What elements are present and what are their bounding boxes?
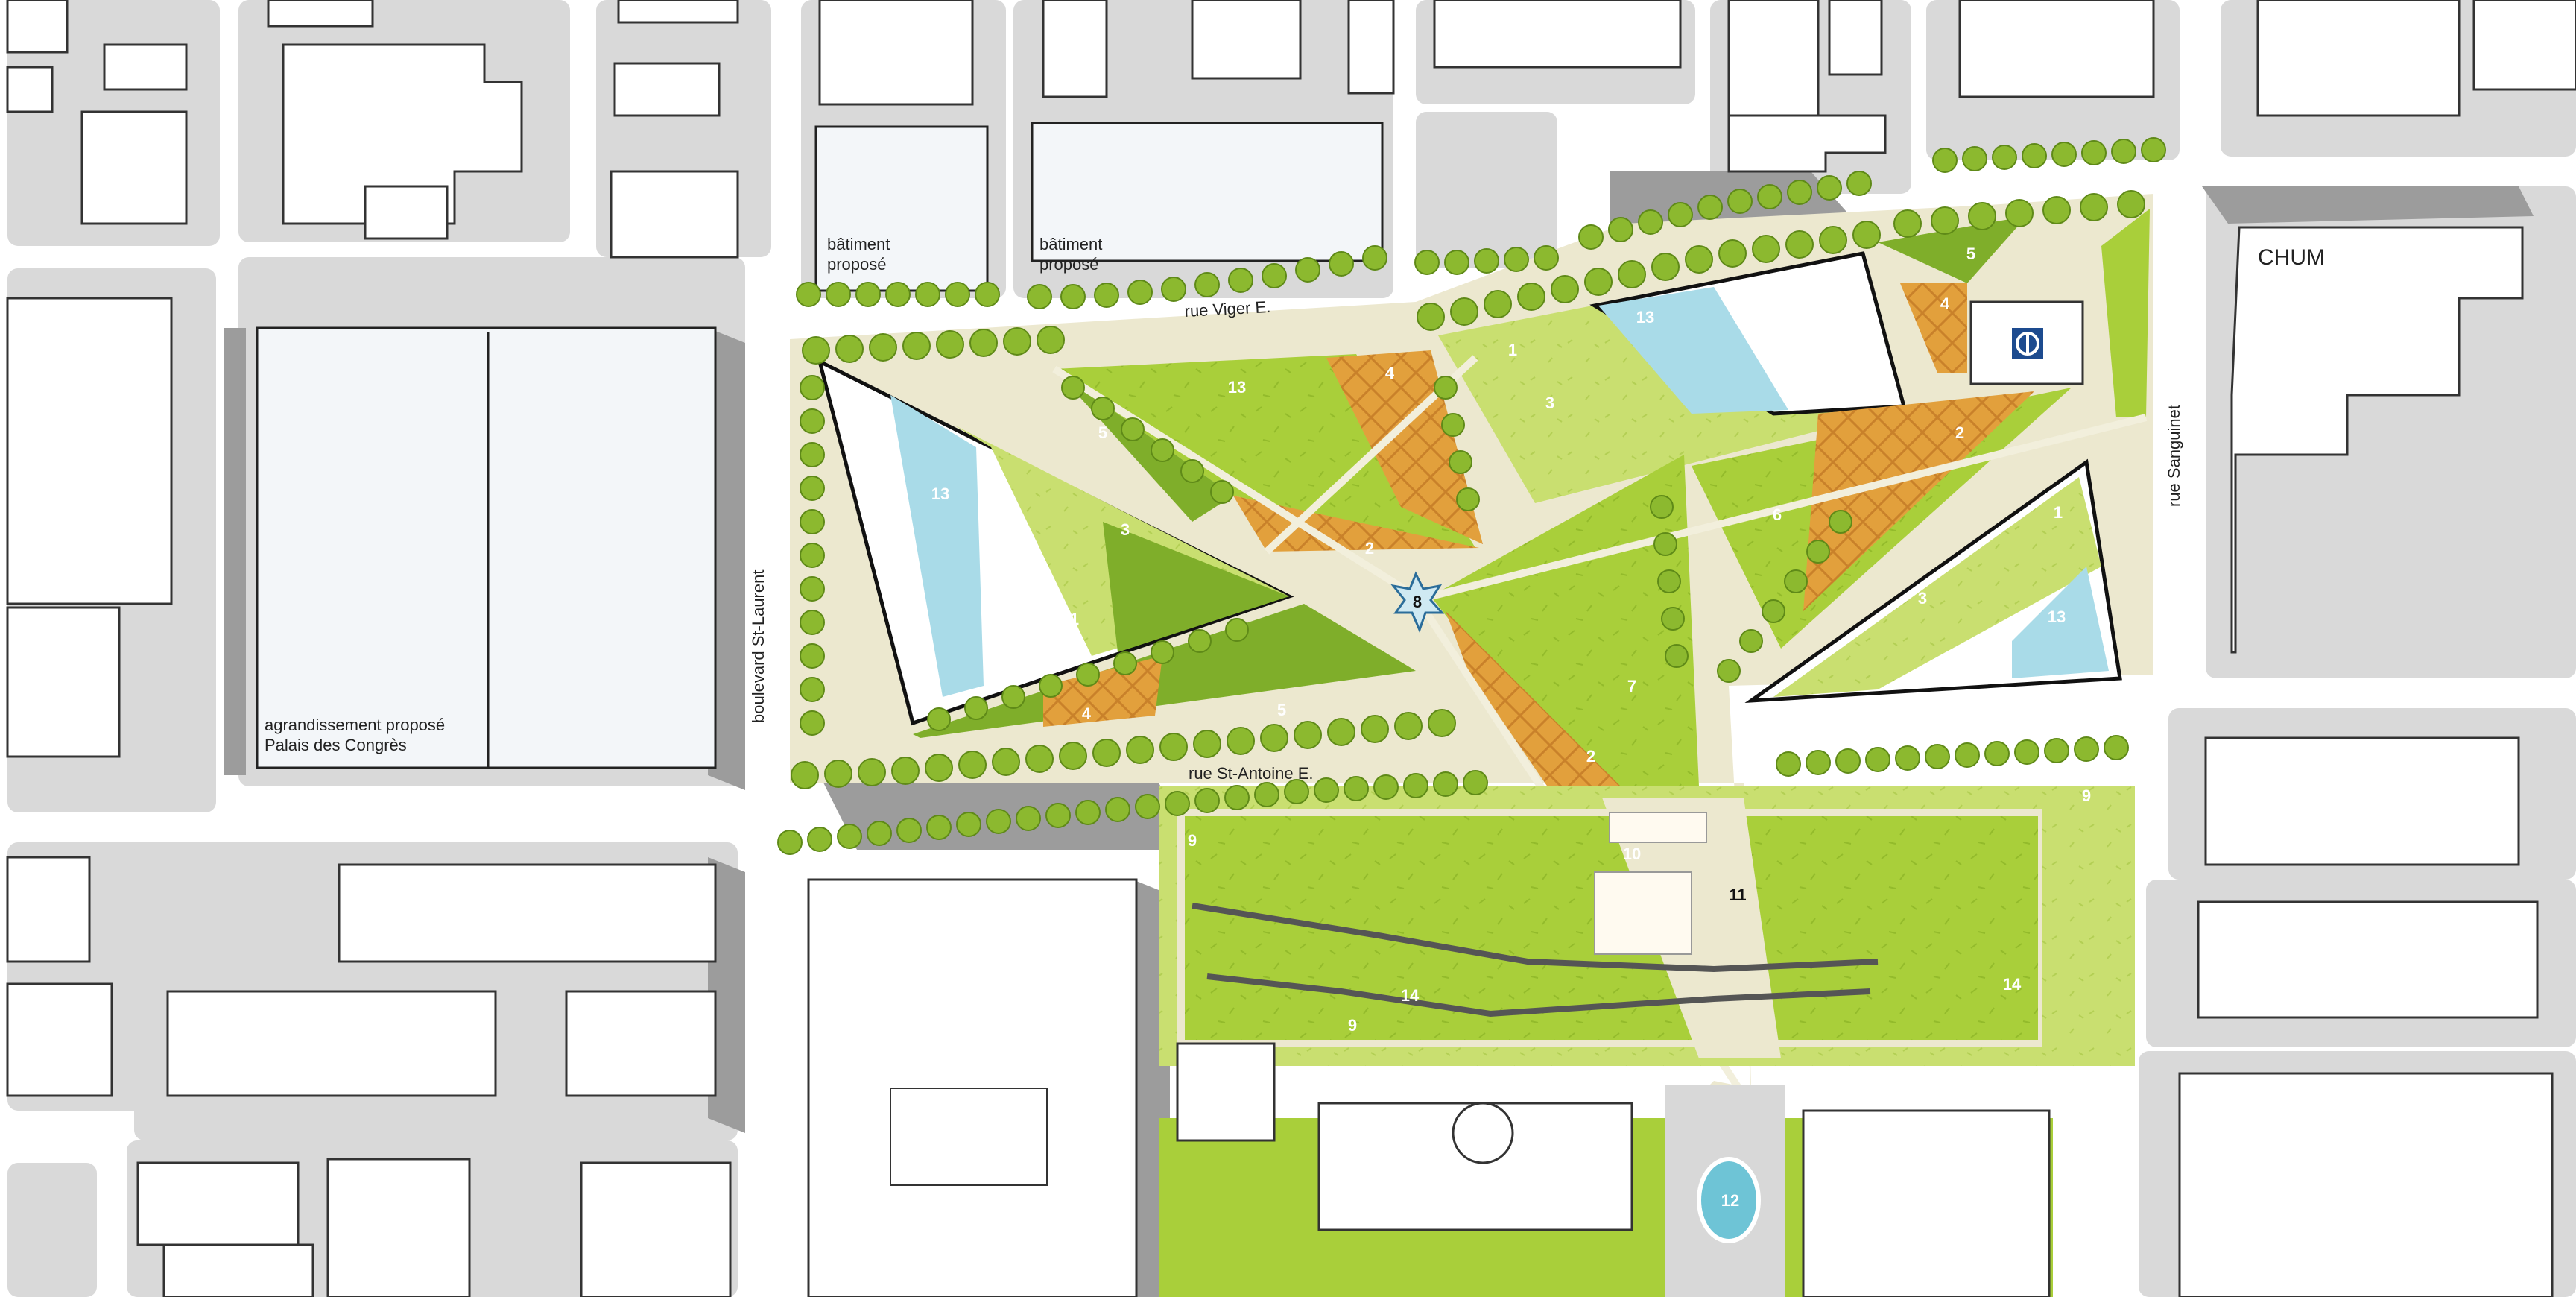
label-proposed-building-2b: proposé: [1039, 255, 1099, 274]
zone-3-a: 3: [1121, 520, 1130, 539]
label-boulevard-st-laurent: boulevard St-Laurent: [749, 570, 768, 723]
label-rue-st-antoine: rue St-Antoine E.: [1189, 764, 1314, 783]
zone-2-a: 2: [1365, 539, 1374, 558]
zone-numbers: 13 13 13 13 5 5 5 3 3 3 1 1 1 4 4 4 2 2 …: [931, 244, 2091, 1210]
label-rue-viger: rue Viger E.: [1184, 297, 1271, 321]
metro-logo-icon: [2012, 328, 2043, 359]
zone-7: 7: [1627, 677, 1636, 695]
street-trees: [777, 137, 2166, 855]
label-rue-sanguinet: rue Sanguinet: [2165, 405, 2183, 507]
label-chum: CHUM: [2258, 245, 2325, 270]
label-proposed-building-2: bâtiment: [1039, 235, 1102, 253]
label-expansion: agrandissement proposé: [265, 716, 445, 734]
proposed-building-1: [814, 125, 989, 292]
zone-12: 12: [1721, 1191, 1739, 1210]
zone-5-c: 5: [1966, 244, 1975, 263]
fountain-basin: [1697, 1157, 1761, 1243]
zone-5-a: 5: [1098, 423, 1107, 442]
zone-13-a: 13: [931, 485, 949, 503]
zone-13-b: 13: [1228, 378, 1246, 397]
label-proposed-building-1b: proposé: [827, 255, 887, 274]
zone-3-c: 3: [1918, 589, 1927, 608]
zone-9-c: 9: [1348, 1016, 1357, 1035]
zone-11: 11: [1729, 886, 1746, 904]
proposed-building-2: [1031, 122, 1384, 262]
zone-9-a: 9: [1188, 831, 1197, 850]
zone-10: 10: [1623, 845, 1641, 863]
zone-4-a: 4: [1385, 364, 1395, 382]
zone-8: 8: [1413, 593, 1422, 611]
buildings: [6, 0, 2576, 1297]
zone-4-b: 4: [1082, 704, 1092, 723]
star-fountain-icon: [1390, 571, 1445, 634]
zone-14-a: 14: [1401, 986, 1420, 1005]
zone-2-b: 2: [1955, 423, 1964, 442]
zone-6: 6: [1773, 505, 1782, 524]
zone-1-b: 1: [1508, 341, 1517, 359]
zone-13-c: 13: [1636, 308, 1654, 326]
label-expansion-b: Palais des Congrès: [265, 736, 407, 754]
zone-2-c: 2: [1586, 747, 1595, 766]
zone-13-d: 13: [2048, 608, 2066, 626]
zone-5-b: 5: [1277, 701, 1286, 719]
zone-9-b: 9: [2082, 786, 2091, 805]
zone-4-c: 4: [1940, 294, 1950, 313]
label-proposed-building-1: bâtiment: [827, 235, 890, 253]
zone-14-b: 14: [2003, 975, 2022, 994]
zone-1-c: 1: [2054, 503, 2063, 522]
zone-3-b: 3: [1545, 394, 1554, 412]
convention-center-expansion: [256, 326, 717, 769]
zone-1-a: 1: [1070, 610, 1079, 628]
lower-lawn: [1159, 786, 2135, 1066]
